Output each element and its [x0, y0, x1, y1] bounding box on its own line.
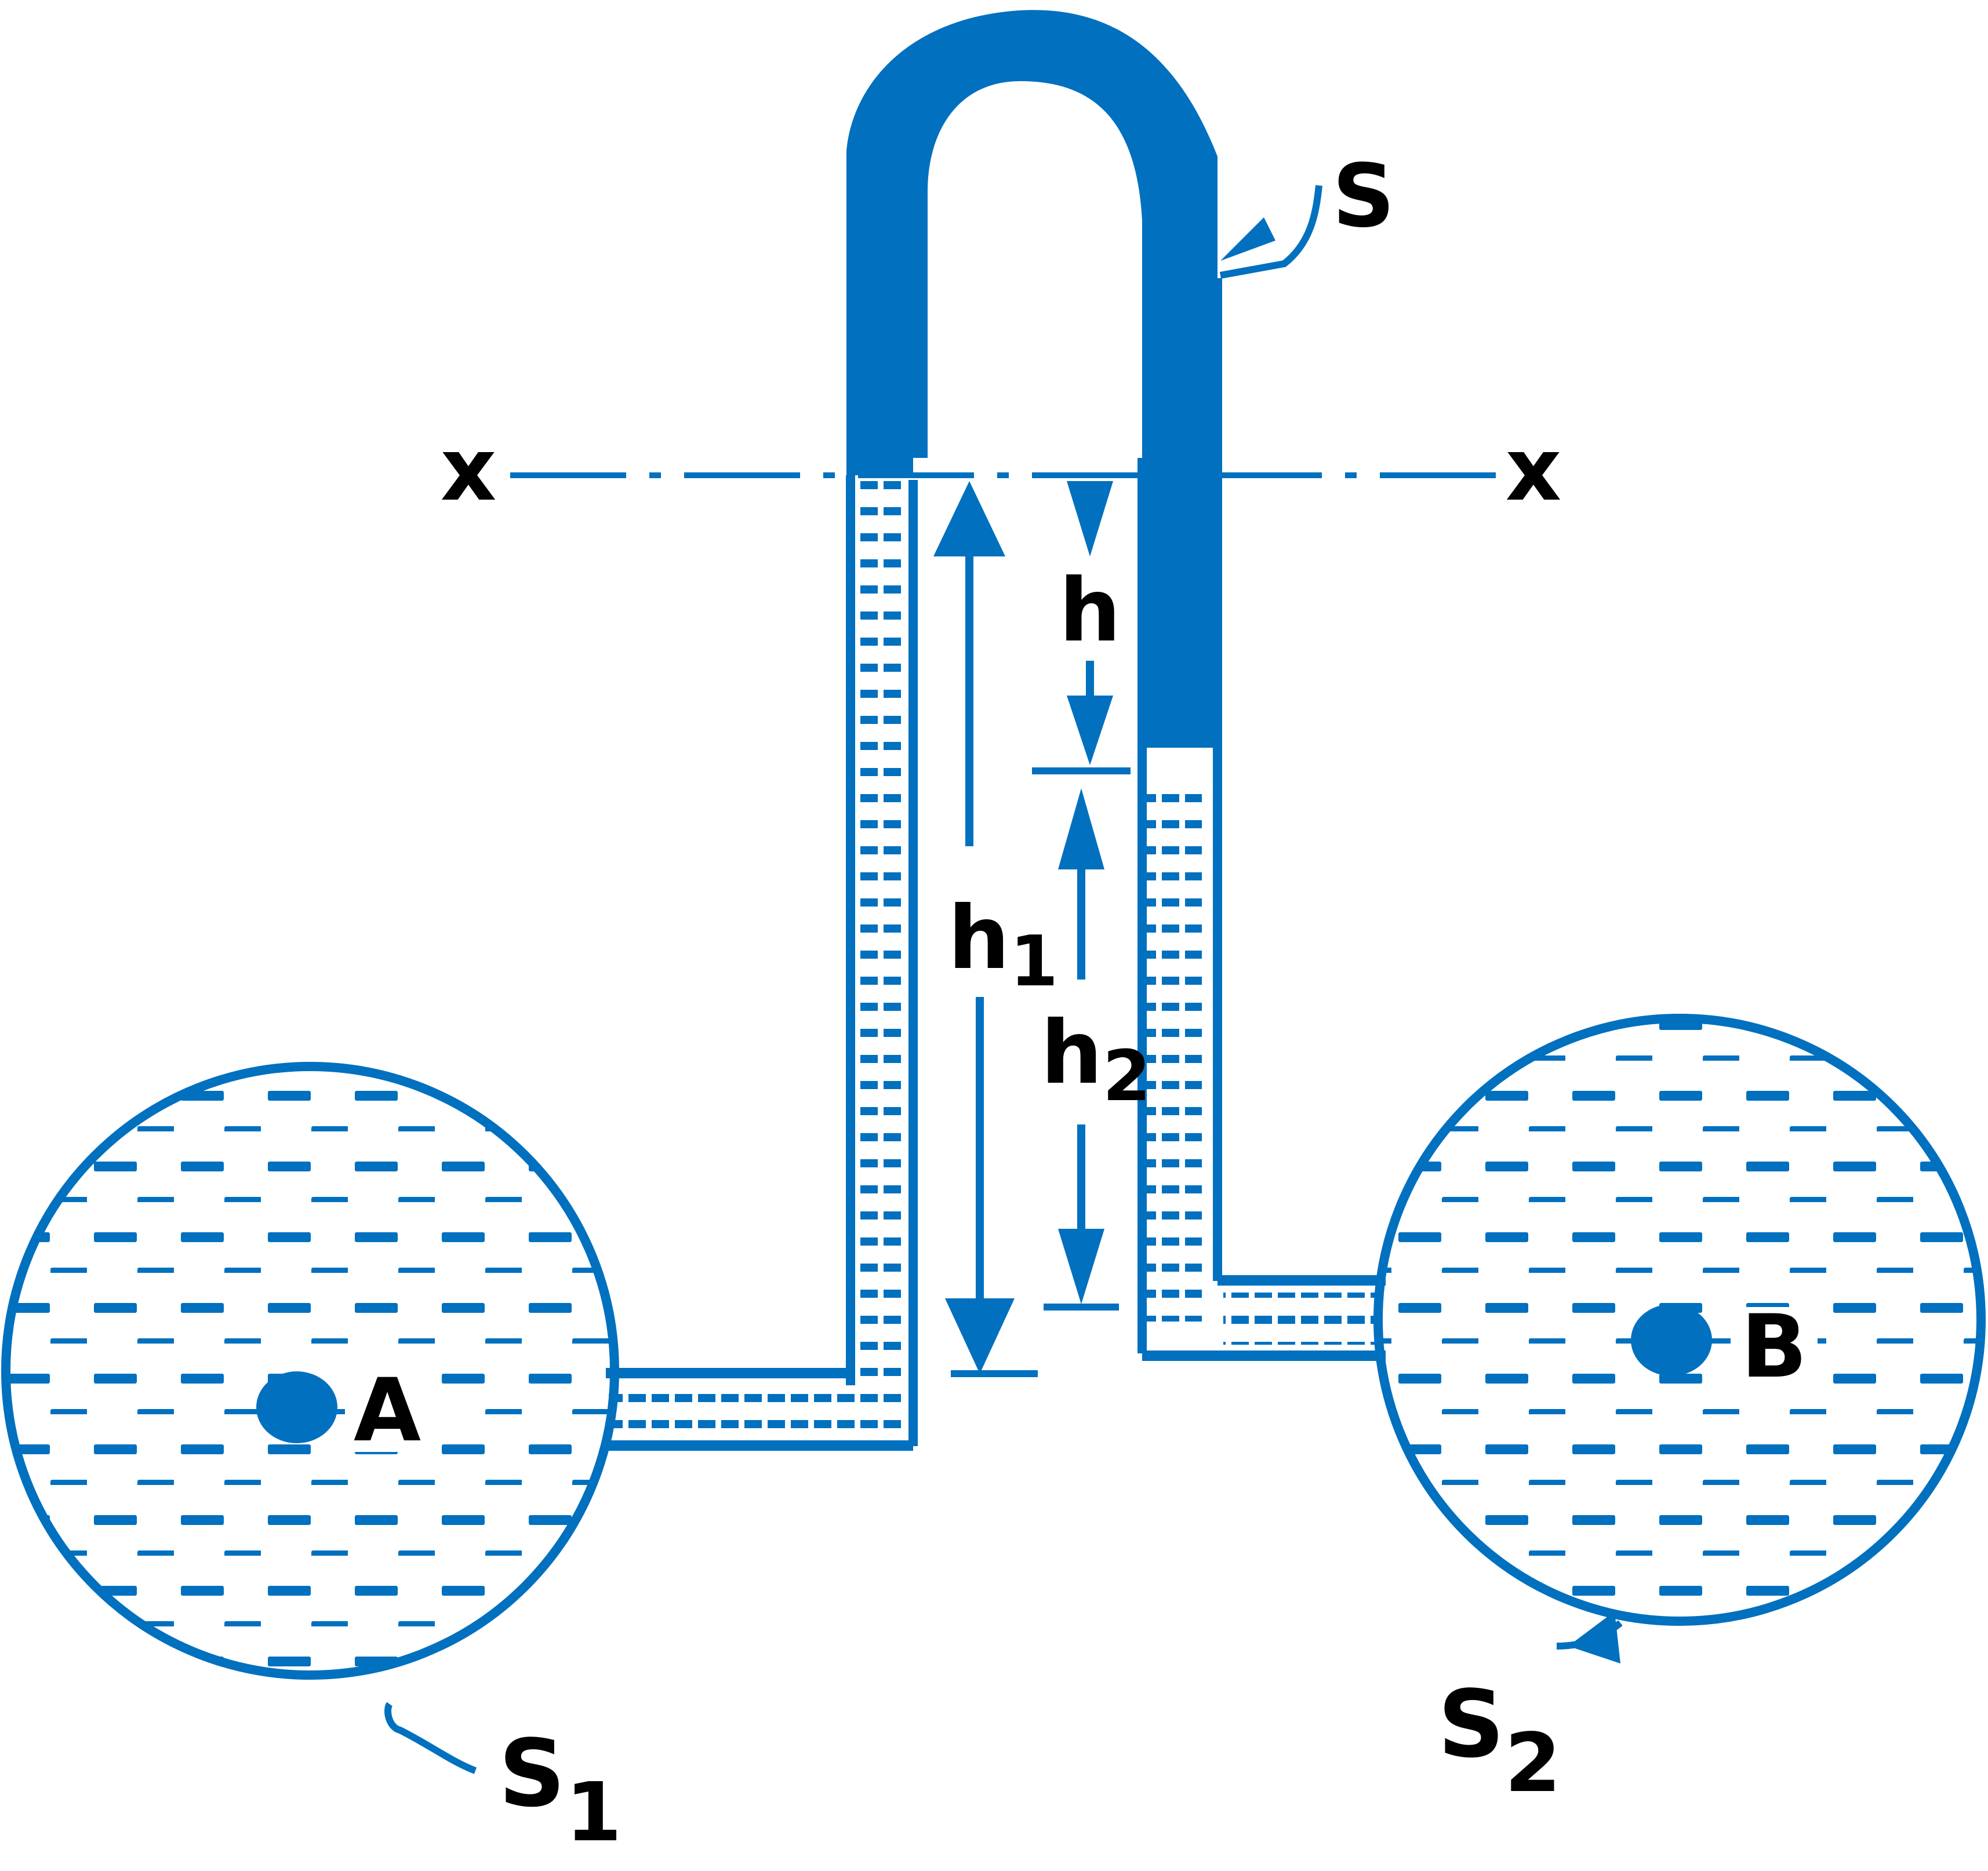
pipe-a-center-point [256, 1371, 337, 1443]
label-h2-main: h [1041, 1003, 1103, 1104]
label-pipe-b: B [1741, 1297, 1807, 1397]
label-s1-main: S [499, 1719, 565, 1828]
left-leg [606, 475, 918, 1451]
label-s-top: S [1332, 146, 1395, 247]
pipe-b [1373, 1014, 1986, 1626]
label-h: h [1059, 560, 1121, 661]
s-top-leader [1219, 185, 1322, 279]
label-pipe-a: A [354, 1360, 421, 1461]
dimension-h [1032, 481, 1131, 774]
pipe-b-center-point [1631, 1304, 1712, 1376]
right-leg-heavy-fluid [1147, 782, 1202, 1322]
label-s1: S1 [499, 1719, 622, 1860]
label-x-left: x [441, 420, 497, 520]
label-x-right: x [1506, 420, 1562, 520]
label-h2-sub: 2 [1103, 1036, 1151, 1117]
light-fluid [846, 10, 1217, 748]
left-leg-heavy-fluid [852, 480, 904, 1443]
dimension-h2 [1044, 788, 1119, 1311]
label-s1-sub: 1 [565, 1766, 622, 1860]
s1-leader [384, 1702, 477, 1774]
label-s2-main: S [1438, 1670, 1504, 1778]
label-h1-sub: 1 [1010, 922, 1059, 1002]
label-h1: h1 [948, 888, 1058, 1002]
label-h2: h2 [1041, 1003, 1151, 1117]
pipe-a [1, 1062, 619, 1680]
label-s2-sub: 2 [1504, 1716, 1561, 1811]
pipe-a-fluid [6, 1066, 615, 1675]
label-s2: S2 [1438, 1670, 1561, 1811]
label-h1-main: h [948, 888, 1010, 989]
dimension-h1 [933, 481, 1038, 1377]
inverted-u-top [846, 10, 1217, 748]
